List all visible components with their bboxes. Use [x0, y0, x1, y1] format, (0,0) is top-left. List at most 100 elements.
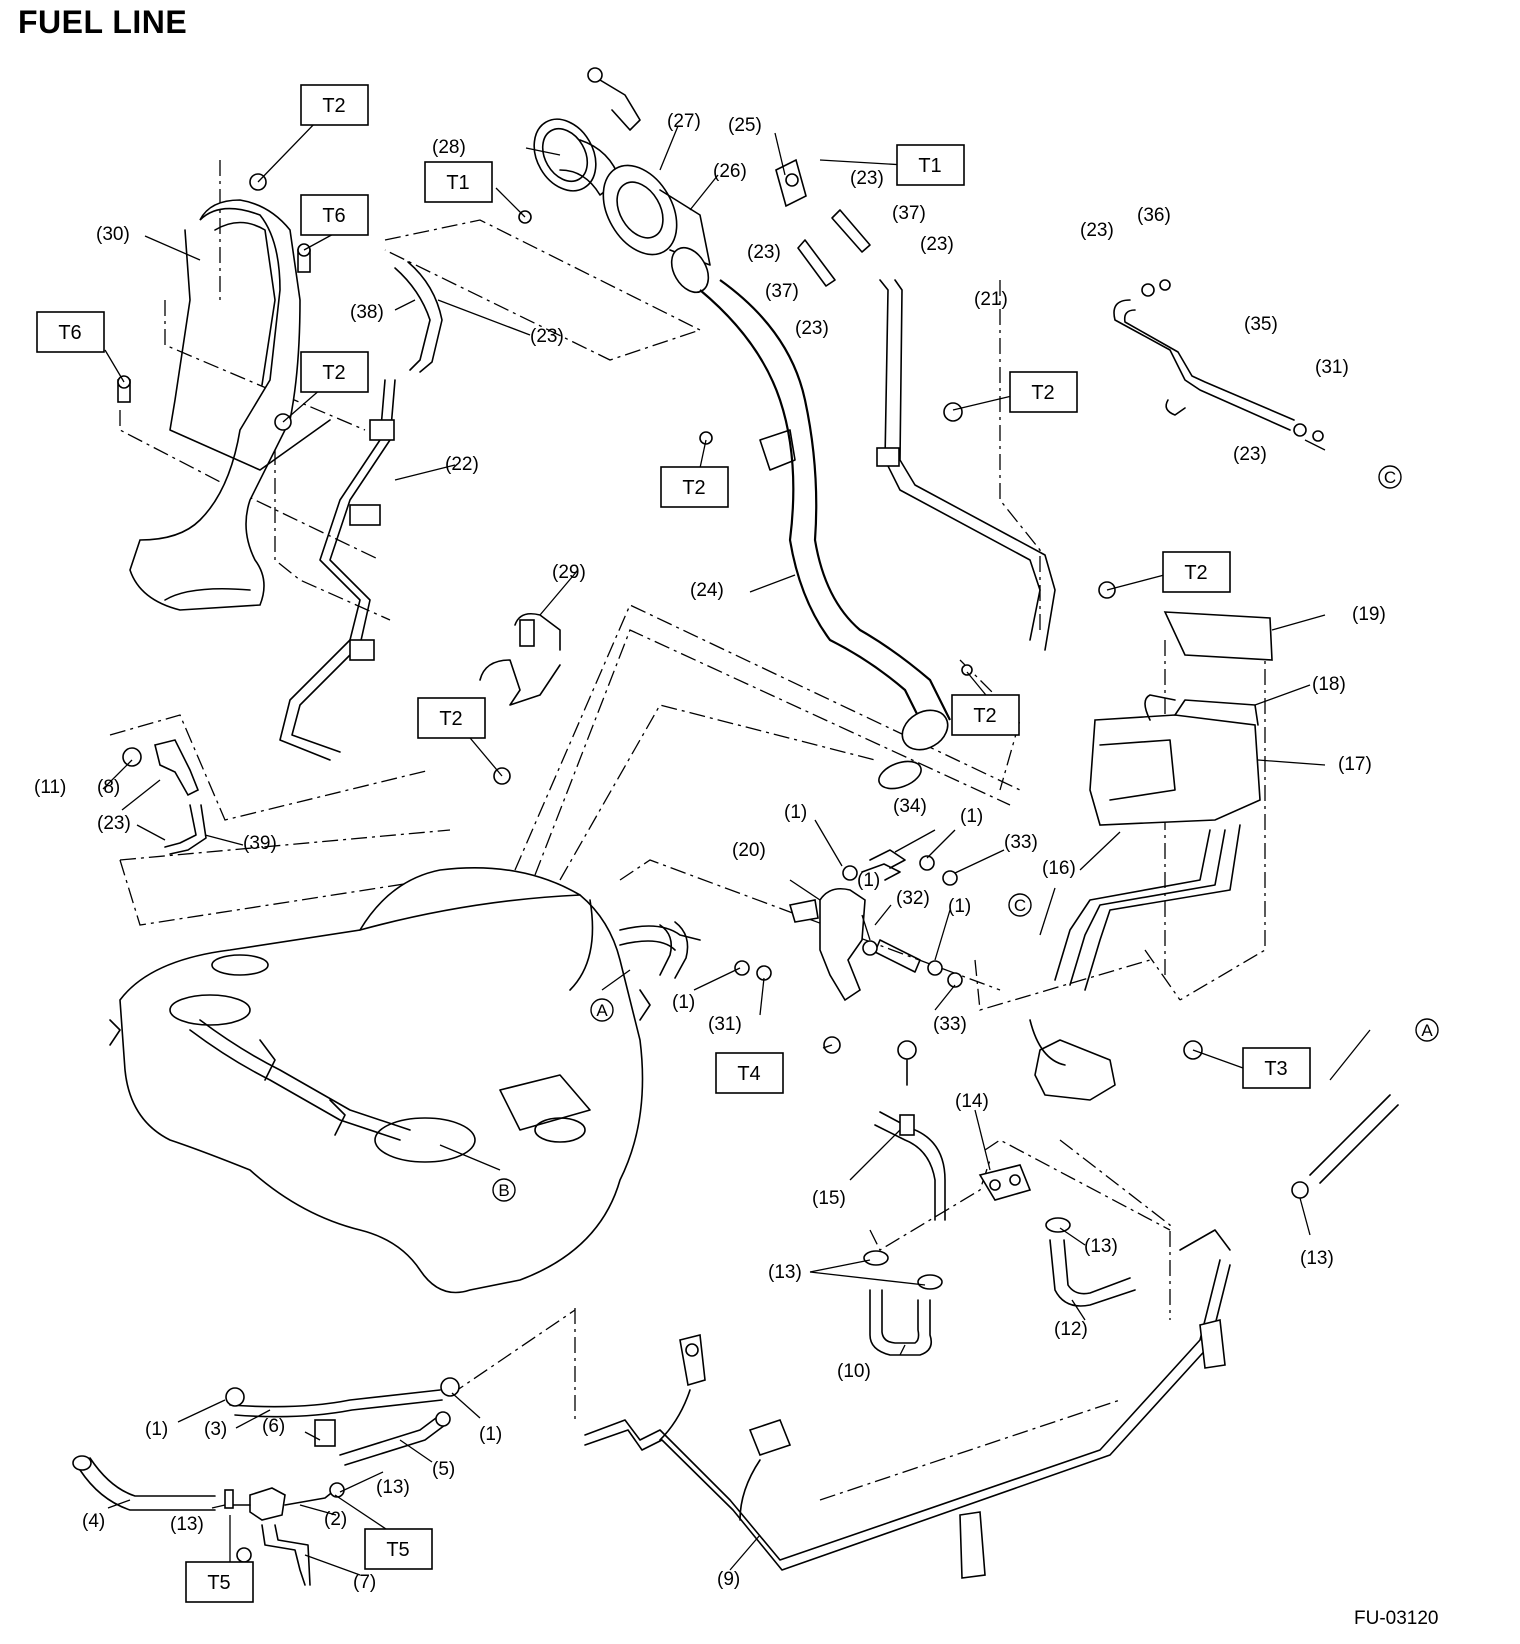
reference-mark-label: C — [1014, 896, 1026, 915]
callout-23: (23) — [1233, 444, 1267, 465]
callout-31: (31) — [1315, 357, 1349, 378]
callout-23: (23) — [795, 318, 829, 339]
reference-mark: C — [1008, 893, 1032, 917]
torque-box-label: T2 — [1031, 382, 1054, 404]
evap-canister-assembly — [1054, 611, 1273, 991]
torque-box-label: T4 — [737, 1063, 760, 1085]
callout-9: (9) — [717, 1569, 740, 1590]
reference-mark-label: B — [498, 1181, 509, 1200]
callout-3: (3) — [204, 1419, 227, 1440]
small-parts-left — [122, 261, 561, 855]
part-callouts: (28) (27) (26) (25) (23) (37) (23) (37) … — [34, 111, 1386, 1593]
torque-box: T4 — [715, 1052, 784, 1094]
callout-24: (24) — [690, 580, 724, 601]
heat-shield-assembly — [129, 199, 396, 761]
callout-30: (30) — [96, 224, 130, 245]
callout-8: (8) — [97, 777, 120, 798]
reference-marks: A A B C C — [492, 465, 1439, 1202]
callout-13: (13) — [768, 1262, 802, 1283]
callout-1: (1) — [857, 870, 880, 891]
torque-box-label: T2 — [1184, 562, 1207, 584]
torque-box-label: T5 — [386, 1539, 409, 1561]
torque-box: T2 — [1162, 551, 1231, 593]
callout-34: (34) — [893, 796, 927, 817]
fuel-hoses-lower-left — [72, 1377, 460, 1586]
callout-25: (25) — [728, 115, 762, 136]
torque-box: T2 — [951, 694, 1020, 736]
callout-20: (20) — [732, 840, 766, 861]
torque-box: T6 — [36, 311, 105, 353]
callout-23: (23) — [530, 326, 564, 347]
reference-mark: A — [1415, 1018, 1439, 1042]
callout-1: (1) — [672, 992, 695, 1013]
reference-mark-label: A — [1421, 1021, 1433, 1040]
callout-21: (21) — [974, 289, 1008, 310]
callout-13: (13) — [1084, 1236, 1118, 1257]
callout-39: (39) — [243, 833, 277, 854]
torque-box: T2 — [300, 84, 369, 126]
callout-29: (29) — [552, 562, 586, 583]
torque-box-label: T5 — [207, 1572, 230, 1594]
torque-box-label: T2 — [322, 95, 345, 117]
callout-28: (28) — [432, 137, 466, 158]
callout-1: (1) — [784, 802, 807, 823]
callout-15: (15) — [812, 1188, 846, 1209]
fuel-delivery-pipe — [584, 1229, 1231, 1579]
callout-26: (26) — [713, 161, 747, 182]
torque-box-label: T2 — [322, 362, 345, 384]
callout-23: (23) — [747, 242, 781, 263]
drain-pipe-assembly — [1113, 279, 1324, 442]
torque-box-label: T1 — [446, 172, 469, 194]
callout-37: (37) — [892, 203, 926, 224]
torque-box-label: T1 — [918, 155, 941, 177]
callout-23: (23) — [920, 234, 954, 255]
torque-box: T1 — [424, 161, 493, 203]
lower-hoses — [863, 1040, 1399, 1356]
reference-mark: A — [590, 998, 614, 1022]
callout-10: (10) — [837, 1361, 871, 1382]
callout-1: (1) — [479, 1424, 502, 1445]
callout-13: (13) — [1300, 1248, 1334, 1269]
callout-14: (14) — [955, 1091, 989, 1112]
callout-7: (7) — [353, 1572, 376, 1593]
callout-2: (2) — [324, 1509, 347, 1530]
callout-17: (17) — [1338, 754, 1372, 775]
callout-23: (23) — [850, 168, 884, 189]
torque-box-label: T6 — [322, 205, 345, 227]
callout-16: (16) — [1042, 858, 1076, 879]
reference-mark: B — [492, 1178, 516, 1202]
reference-mark-label: A — [596, 1001, 608, 1020]
callout-6: (6) — [262, 1416, 285, 1437]
callout-22: (22) — [445, 454, 479, 475]
figure-code: FU-03120 — [1354, 1608, 1439, 1629]
page-title: FUEL LINE — [18, 4, 188, 40]
callout-37: (37) — [765, 281, 799, 302]
torque-box-label: T6 — [58, 322, 81, 344]
callout-23: (23) — [1080, 220, 1114, 241]
torque-box-label: T2 — [682, 477, 705, 499]
reference-mark-label: C — [1384, 468, 1396, 487]
leader-lines — [102, 119, 1371, 1576]
callout-13: (13) — [376, 1477, 410, 1498]
callout-19: (19) — [1352, 604, 1386, 625]
purge-valve-assembly — [659, 849, 1116, 1101]
callout-1: (1) — [960, 806, 983, 827]
callout-13: (13) — [170, 1514, 204, 1535]
callout-1: (1) — [948, 896, 971, 917]
torque-box: T2 — [1009, 371, 1078, 413]
torque-box: T2 — [417, 697, 486, 739]
callout-23: (23) — [97, 813, 131, 834]
callout-1: (1) — [145, 1419, 168, 1440]
fuel-tank — [109, 866, 701, 1294]
callout-18: (18) — [1312, 674, 1346, 695]
fuel-filler-assembly — [533, 67, 951, 790]
callout-4: (4) — [82, 1511, 105, 1532]
torque-spec-boxes: T2 T6 T6 T2 T1 T1 T2 T2 T2 T2 T2 T4 T3 T… — [36, 84, 1311, 1603]
torque-box: T2 — [300, 351, 369, 393]
callout-5: (5) — [432, 1459, 455, 1480]
callout-31: (31) — [708, 1014, 742, 1035]
torque-box-label: T2 — [973, 705, 996, 727]
callout-35: (35) — [1244, 314, 1278, 335]
callout-36: (36) — [1137, 205, 1171, 226]
